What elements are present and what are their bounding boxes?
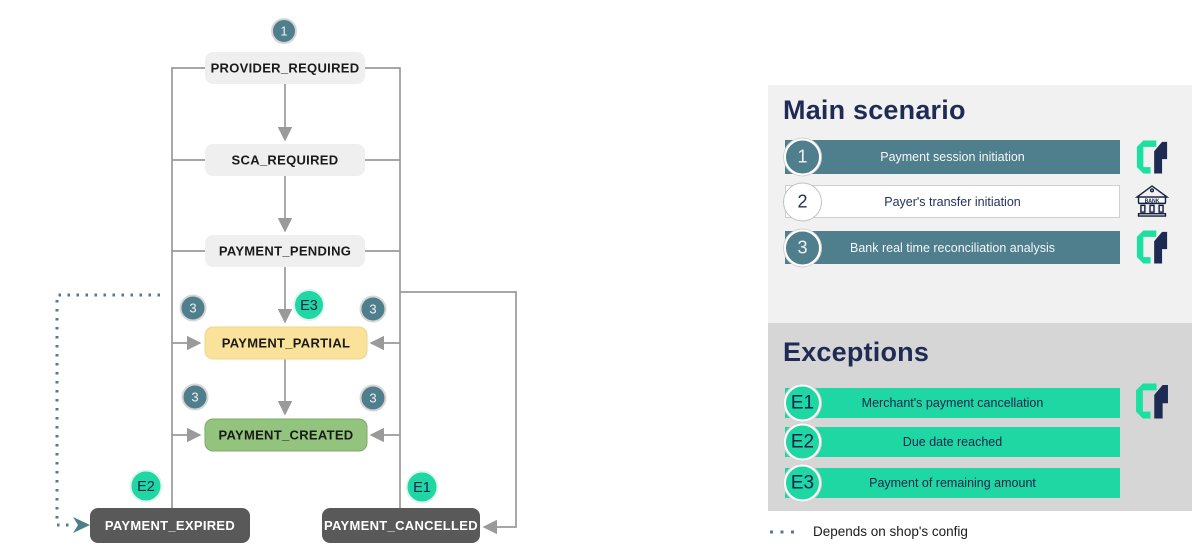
exception-badge: E1 bbox=[784, 384, 821, 422]
badge-circle bbox=[359, 384, 387, 412]
badge-circle bbox=[359, 295, 387, 323]
badge-e2: E2 bbox=[129, 469, 163, 503]
badge-label: E3 bbox=[300, 298, 318, 314]
bank-icon: BANK bbox=[1133, 181, 1171, 221]
exception-e3: E3 Payment of remaining amount bbox=[784, 464, 1120, 502]
dotted-line-sample bbox=[770, 530, 797, 533]
exception-badge: E2 bbox=[784, 423, 821, 461]
badge-circle bbox=[405, 470, 439, 504]
connector-lines bbox=[171, 67, 517, 535]
node-payment-expired: PAYMENT_EXPIRED bbox=[90, 508, 250, 543]
badge-circle bbox=[293, 289, 325, 321]
badge-circle bbox=[271, 18, 297, 44]
exception-e1: E1 Merchant's payment cancellation bbox=[784, 384, 1120, 422]
exceptions-title: Exceptions bbox=[783, 337, 930, 367]
badge-step-3-right-partial: 3 bbox=[359, 295, 387, 323]
step-label: Payment session initiation bbox=[880, 150, 1025, 164]
exception-label: Due date reached bbox=[902, 435, 1003, 449]
badge-step-3-right-created: 3 bbox=[359, 384, 387, 412]
node-provider-required: PROVIDER_REQUIRED bbox=[205, 52, 365, 84]
badge-step-1: 1 bbox=[271, 18, 297, 44]
step-number-badge: 1 bbox=[784, 138, 821, 176]
node-payment-pending: PAYMENT_PENDING bbox=[205, 235, 365, 267]
exception-bar: Due date reached bbox=[785, 427, 1120, 457]
node-sca-required: SCA_REQUIRED bbox=[205, 144, 365, 176]
badge-label: E2 bbox=[137, 479, 155, 495]
right-rail bbox=[365, 67, 401, 508]
step-label: Payer's transfer initiation bbox=[884, 194, 1021, 209]
node-box bbox=[204, 418, 368, 452]
flow-badges: 1 3 E3 3 3 3 E bbox=[129, 18, 439, 504]
badge-e1: E1 bbox=[405, 470, 439, 504]
exceptions-panel: Exceptions E1 Merchant's payment cancell… bbox=[768, 323, 1192, 511]
badge-e3: E3 bbox=[293, 289, 325, 321]
node-payment-cancelled: PAYMENT_CANCELLED bbox=[322, 508, 480, 543]
node-label: PAYMENT_CANCELLED bbox=[324, 518, 478, 533]
badge-circle bbox=[129, 469, 163, 503]
node-label: PROVIDER_REQUIRED bbox=[211, 61, 360, 76]
badge-label: 3 bbox=[191, 390, 198, 405]
step-bar: Payer's transfer initiation bbox=[785, 185, 1120, 218]
exception-badge: E3 bbox=[784, 464, 821, 502]
node-box bbox=[205, 144, 365, 176]
step-label: Bank real time reconciliation analysis bbox=[850, 240, 1055, 255]
node-label: PAYMENT_PENDING bbox=[219, 244, 351, 259]
badge-label: 3 bbox=[369, 302, 376, 317]
left-rail bbox=[171, 67, 205, 508]
badge-label: 3 bbox=[189, 301, 196, 316]
legend-label: Depends on shop's config bbox=[813, 524, 968, 539]
dotted-line bbox=[55, 293, 160, 527]
scenario-step-1: 1 Payment session initiation bbox=[784, 138, 1120, 176]
branch-to-cancelled bbox=[400, 291, 517, 535]
badge-step-3-left-created: 3 bbox=[181, 383, 209, 411]
dotted-arrowhead bbox=[73, 517, 90, 533]
scenario-step-2: 2 Payer's transfer initiation bbox=[784, 183, 1120, 220]
badge-circle bbox=[179, 294, 207, 322]
node-payment-partial: PAYMENT_PARTIAL bbox=[204, 326, 368, 360]
state-flowchart: PROVIDER_REQUIRED SCA_REQUIRED PAYMENT_P… bbox=[55, 18, 517, 543]
main-scenario-title: Main scenario bbox=[783, 95, 966, 125]
exception-label: Merchant's payment cancellation bbox=[861, 396, 1044, 410]
dotted-config-path bbox=[55, 293, 160, 533]
node-label: PAYMENT_EXPIRED bbox=[105, 518, 235, 533]
badge-label: E1 bbox=[413, 480, 431, 496]
node-label: SCA_REQUIRED bbox=[232, 153, 339, 168]
node-box bbox=[90, 508, 250, 543]
exception-bar: Merchant's payment cancellation bbox=[785, 388, 1120, 418]
config-legend: Depends on shop's config bbox=[768, 524, 968, 539]
node-label: PAYMENT_PARTIAL bbox=[222, 336, 351, 351]
scenario-step-3: 3 Bank real time reconciliation analysis bbox=[784, 229, 1120, 266]
node-box bbox=[205, 52, 365, 84]
badge-step-3-left-partial: 3 bbox=[179, 294, 207, 322]
node-box bbox=[322, 508, 480, 543]
bank-icon-label: BANK bbox=[1145, 198, 1160, 204]
node-box bbox=[205, 235, 365, 267]
badge-circle bbox=[181, 383, 209, 411]
node-box bbox=[204, 326, 368, 360]
step-bar: Bank real time reconciliation analysis bbox=[785, 231, 1120, 264]
exception-label: Payment of remaining amount bbox=[869, 476, 1036, 490]
exception-e2: E2 Due date reached bbox=[784, 423, 1120, 461]
node-payment-created: PAYMENT_CREATED bbox=[204, 418, 368, 452]
fintecture-logo-icon bbox=[1133, 137, 1171, 177]
node-label: PAYMENT_CREATED bbox=[218, 428, 353, 443]
main-scenario-panel: Main scenario 1 Payment session initiati… bbox=[768, 85, 1192, 323]
badge-label: 3 bbox=[369, 391, 376, 406]
badge-label: 1 bbox=[280, 24, 287, 39]
exception-bar: Payment of remaining amount bbox=[785, 468, 1120, 498]
step-bar: Payment session initiation bbox=[785, 140, 1120, 174]
fintecture-logo-icon bbox=[1133, 227, 1171, 267]
state-nodes: PROVIDER_REQUIRED SCA_REQUIRED PAYMENT_P… bbox=[90, 52, 480, 543]
step-number-badge: 3 bbox=[784, 229, 821, 266]
step-number-badge: 2 bbox=[784, 183, 821, 220]
fintecture-logo-icon bbox=[1133, 381, 1171, 421]
